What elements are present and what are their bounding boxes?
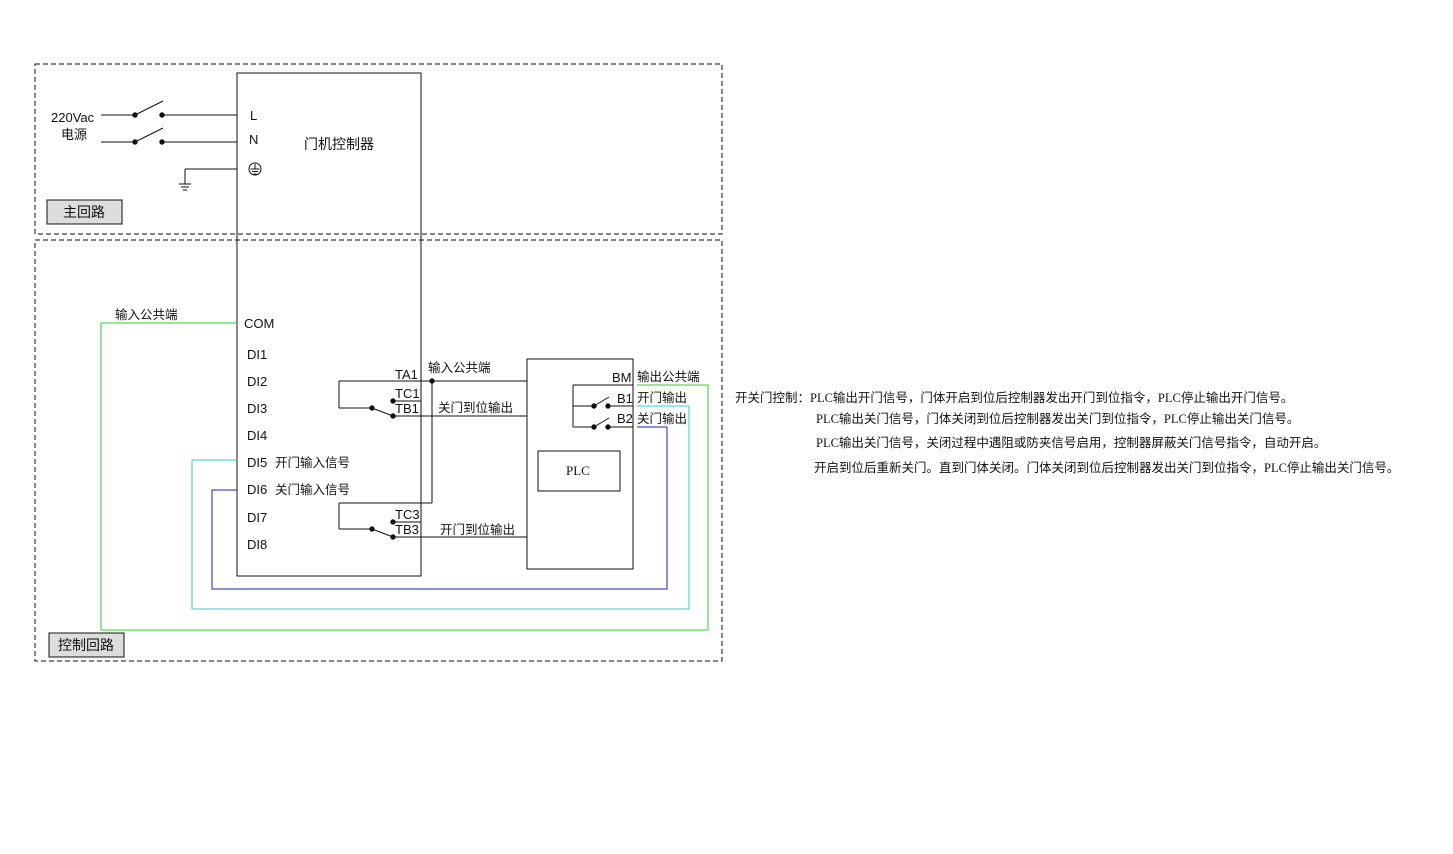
pin-di1: DI1 bbox=[247, 347, 267, 362]
earth-terminal-icon bbox=[248, 162, 262, 176]
input-common-left-label: 输入公共端 bbox=[115, 307, 178, 322]
relay-tc3: TC3 bbox=[395, 507, 420, 522]
door-controller-box bbox=[236, 72, 422, 577]
relay-ta1: TA1 bbox=[395, 367, 418, 382]
plc-output-contacts bbox=[572, 384, 633, 430]
plc-inner-box bbox=[537, 450, 621, 492]
main-circuit-label: 主回路 bbox=[63, 205, 105, 221]
pin-di3: DI3 bbox=[247, 401, 267, 416]
plc-b2: B2 bbox=[617, 411, 633, 426]
supply-voltage: 220Vac bbox=[51, 110, 95, 125]
pin-di8: DI8 bbox=[247, 537, 267, 552]
di5-note: 开门输入信号 bbox=[275, 455, 350, 470]
plc-output-common-label: 输出公共端 bbox=[637, 369, 700, 384]
pin-di7: DI7 bbox=[247, 510, 267, 525]
relay-tb3: TB3 bbox=[395, 522, 419, 537]
close-done-output-label: 关门到位输出 bbox=[438, 400, 513, 415]
green-wire-input-common bbox=[100, 322, 709, 631]
plc-close-output-label: 关门输出 bbox=[637, 411, 687, 426]
plc-bm: BM bbox=[612, 370, 632, 385]
open-done-output-label: 开门到位输出 bbox=[440, 522, 515, 537]
relay-tb1: TB1 bbox=[395, 401, 419, 416]
relay-tc1: TC1 bbox=[395, 386, 420, 401]
di6-note: 关门输入信号 bbox=[275, 482, 350, 497]
plc-box bbox=[526, 358, 634, 570]
relay2-contact bbox=[338, 502, 432, 540]
supply-switch-l bbox=[101, 100, 237, 118]
control-circuit-label-box: 控制回路 bbox=[48, 632, 125, 658]
input-common-mid-label: 输入公共端 bbox=[428, 360, 491, 375]
supply-switch-n bbox=[101, 127, 237, 145]
pin-com: COM bbox=[244, 316, 274, 331]
controller-title: 门机控制器 bbox=[304, 137, 374, 153]
pin-di6: DI6 bbox=[247, 482, 267, 497]
main-circuit-label-box: 主回路 bbox=[46, 199, 123, 225]
note-line-3: PLC输出关门信号，关闭过程中遇阻或防夹信号启用，控制器屏蔽关门信号指令，自动开… bbox=[816, 435, 1326, 450]
control-circuit-label: 控制回路 bbox=[58, 638, 114, 654]
plc-open-output-label: 开门输出 bbox=[637, 390, 687, 405]
ground-icon bbox=[179, 168, 237, 191]
control-circuit-frame bbox=[34, 239, 723, 662]
blue-wire-close-signal bbox=[211, 426, 668, 590]
supply-name: 电源 bbox=[61, 128, 87, 143]
note-line-2: PLC输出关门信号，门体关闭到位后控制器发出关门到位指令，PLC停止输出关门信号… bbox=[816, 411, 1299, 426]
note-line-4: 开启到位后重新关门。直到门体关闭。门体关闭到位后控制器发出关门到位指令，PLC停… bbox=[814, 460, 1399, 475]
pin-di4: DI4 bbox=[247, 428, 267, 443]
relay1-contact bbox=[338, 380, 421, 419]
terminal-n: N bbox=[249, 132, 258, 147]
plc-title: PLC bbox=[566, 463, 590, 478]
controller-to-plc-wires bbox=[421, 378, 527, 538]
cyan-wire-open-signal bbox=[191, 405, 690, 610]
terminal-l: L bbox=[250, 108, 257, 123]
note-line-1: 开关门控制：PLC输出开门信号，门体开启到位后控制器发出开门到位指令，PLC停止… bbox=[735, 390, 1293, 405]
pin-di2: DI2 bbox=[247, 374, 267, 389]
pin-di5: DI5 bbox=[247, 455, 267, 470]
plc-b1: B1 bbox=[617, 391, 633, 406]
main-circuit-frame bbox=[34, 63, 723, 235]
